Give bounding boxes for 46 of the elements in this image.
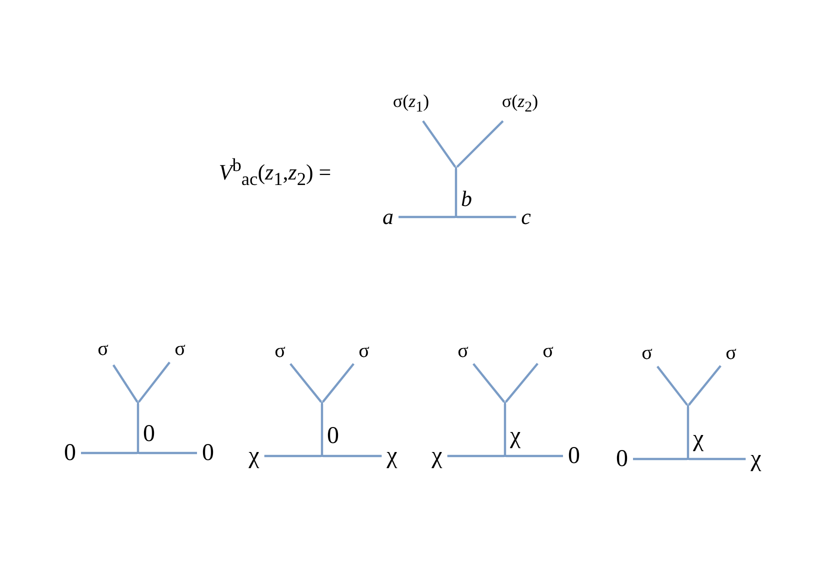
tree-line [322, 363, 354, 403]
field-label: σ [358, 340, 370, 362]
tree-line [506, 454, 563, 458]
tree-line [398, 216, 455, 218]
tree-line [136, 404, 140, 452]
tree-line [472, 363, 506, 403]
tree-line [290, 363, 322, 403]
tree-line [81, 452, 137, 454]
tree-line [457, 216, 516, 218]
endpoint-label: 0 [64, 440, 76, 466]
tree-line [504, 404, 506, 455]
endpoint-label: χ [248, 442, 260, 470]
tree-line [264, 454, 321, 458]
tree-line [686, 407, 690, 458]
endpoint-label: a [382, 204, 394, 230]
endpoint-label: 0 [568, 442, 580, 470]
field-label: σ [726, 342, 736, 364]
tree-line [688, 365, 722, 406]
tree-line [138, 362, 170, 403]
tree-line [139, 452, 197, 454]
tree-line [633, 458, 687, 460]
endpoint-label: χ [432, 442, 442, 470]
field-label: σ [274, 340, 286, 362]
field-label: σ [458, 340, 468, 362]
tree-line [504, 362, 538, 403]
endpoint-label: 0 [616, 446, 628, 472]
tree-line [447, 454, 504, 458]
tree-line [320, 404, 324, 455]
tree-line [689, 458, 746, 460]
formula-text: V$^{b}$$_{ac}$(z$_{1}$,z$_{2}$) = [218, 155, 332, 189]
endpoint-label: χ [386, 442, 398, 470]
tree-line [656, 366, 688, 406]
endpoint-label: χ [750, 446, 762, 472]
tree-line [112, 364, 138, 403]
field-label: σ [642, 342, 652, 364]
tree-line [323, 454, 382, 458]
endpoint-label: 0 [202, 440, 214, 466]
tree-line [456, 120, 504, 168]
tree-line [454, 169, 458, 216]
endpoint-label: c [521, 204, 531, 230]
field-label: σ(z$_{1}$) [392, 92, 430, 116]
tree-line [422, 120, 456, 168]
field-label: σ [174, 338, 186, 360]
field-label: σ(z$_{2}$) [502, 92, 538, 116]
field-label: σ [98, 338, 108, 360]
field-label: σ [542, 340, 554, 362]
